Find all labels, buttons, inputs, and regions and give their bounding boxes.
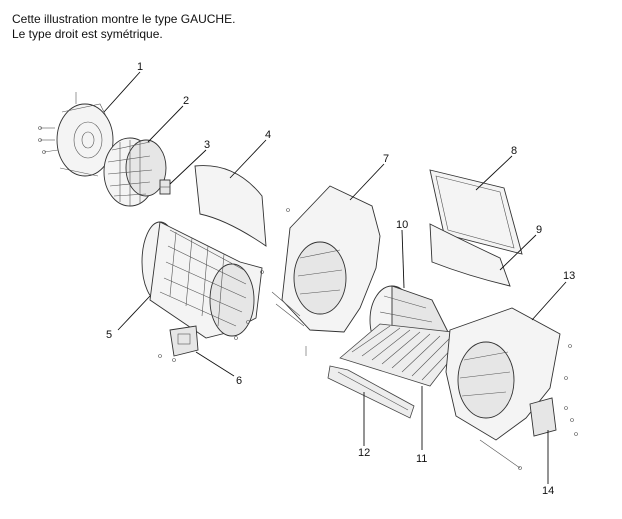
leader-3 bbox=[169, 149, 207, 185]
callout-1: 1 bbox=[137, 61, 143, 73]
leader-2 bbox=[147, 105, 184, 143]
callout-14: 14 bbox=[542, 485, 554, 497]
callout-8: 8 bbox=[511, 145, 517, 157]
seal-sheet-part bbox=[194, 165, 267, 247]
callout-5: 5 bbox=[106, 329, 112, 341]
small-clip-part bbox=[159, 179, 171, 195]
leader-1 bbox=[103, 71, 141, 113]
leader-lines bbox=[103, 71, 567, 484]
fan-wheel-part bbox=[103, 137, 167, 207]
callout-6: 6 bbox=[236, 375, 242, 387]
scroll-housing-part bbox=[141, 221, 264, 340]
blower-case-part bbox=[445, 307, 572, 470]
leader-10 bbox=[401, 229, 405, 289]
caption-line-2: Le type droit est symétrique. bbox=[12, 27, 163, 41]
blower-motor-part bbox=[38, 92, 114, 177]
callout-12: 12 bbox=[358, 447, 370, 459]
callout-13: 13 bbox=[563, 270, 575, 282]
gasket-frame-part bbox=[429, 169, 523, 255]
filter-sheet-part bbox=[429, 223, 511, 287]
callout-11: 11 bbox=[416, 453, 427, 465]
leader-6 bbox=[195, 351, 235, 377]
caption: Cette illustration montre le type GAUCHE… bbox=[12, 12, 235, 42]
filter-cover-part bbox=[327, 365, 415, 419]
actuator-part bbox=[158, 325, 199, 362]
leader-9 bbox=[499, 234, 537, 271]
callout-9: 9 bbox=[536, 224, 542, 236]
caption-line-1: Cette illustration montre le type GAUCHE… bbox=[12, 12, 236, 26]
callout-7: 7 bbox=[383, 153, 389, 165]
leader-5 bbox=[117, 295, 151, 331]
callout-4: 4 bbox=[265, 129, 271, 141]
side-actuator-part bbox=[529, 397, 578, 437]
callout-3: 3 bbox=[204, 139, 210, 151]
callout-labels: 1 2 3 4 5 6 7 8 9 10 11 12 13 14 bbox=[106, 61, 575, 497]
callout-2: 2 bbox=[183, 95, 189, 107]
leader-4 bbox=[229, 139, 267, 179]
intake-housing-part bbox=[271, 185, 381, 356]
leader-13 bbox=[531, 281, 567, 321]
leader-8 bbox=[475, 155, 513, 191]
callout-10: 10 bbox=[396, 219, 408, 231]
leader-7 bbox=[349, 163, 385, 201]
